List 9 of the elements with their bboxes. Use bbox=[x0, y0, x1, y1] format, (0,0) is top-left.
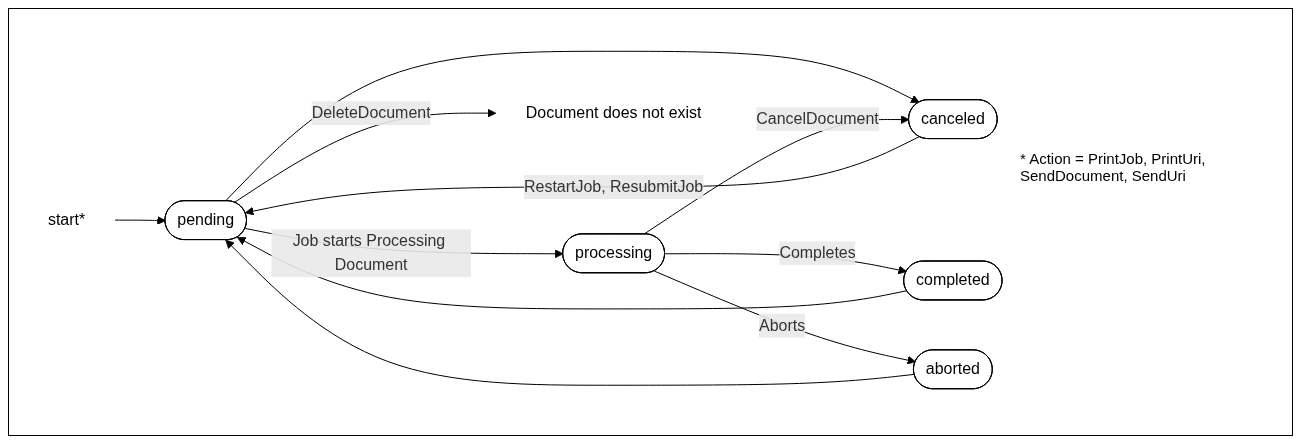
edge-label: CancelDocument bbox=[756, 110, 879, 128]
edge-label: Completes bbox=[779, 244, 856, 262]
node-text: start* bbox=[47, 211, 86, 229]
edge-label: DeleteDocument bbox=[311, 104, 431, 122]
node-text: Document does not exist bbox=[525, 104, 702, 122]
edge-label: Job starts Processing Document bbox=[292, 232, 446, 274]
edge-label: Aborts bbox=[759, 316, 806, 334]
edge-label: RestartJob, ResubmitJob bbox=[524, 177, 704, 195]
note: * Action = PrintJob, PrintUri, SendDocument, SendUri bbox=[1020, 150, 1207, 184]
